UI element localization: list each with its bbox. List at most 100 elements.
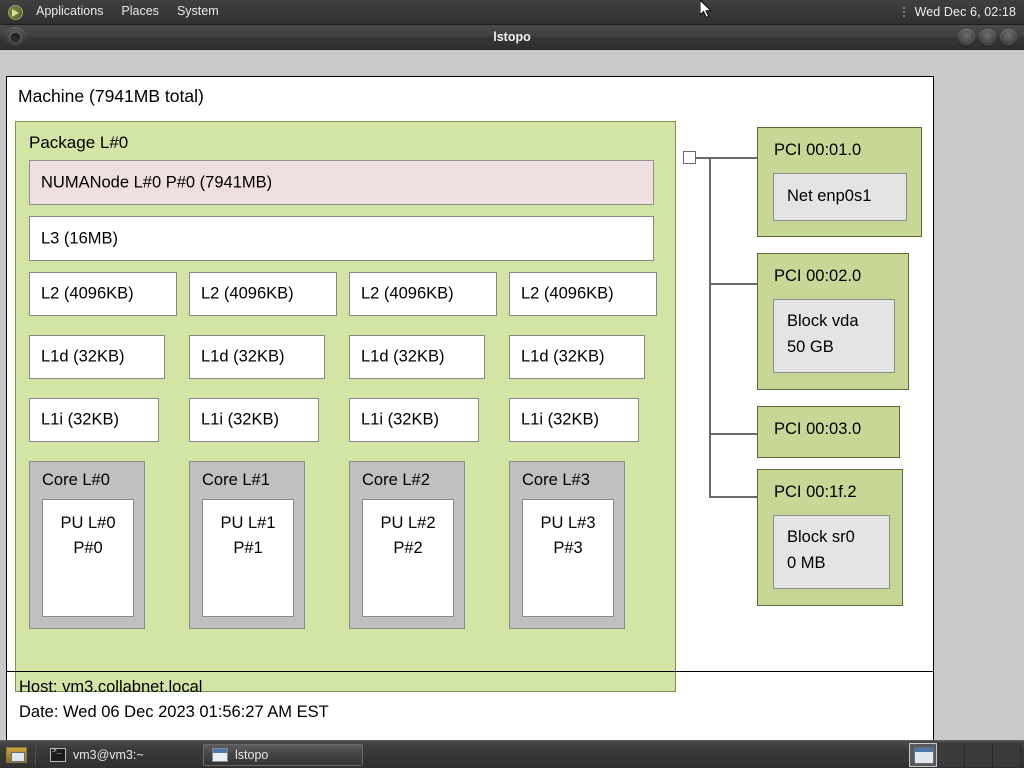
l3-cache-box: L3 (16MB) bbox=[29, 216, 654, 261]
menu-applications[interactable]: Applications bbox=[36, 4, 104, 19]
l1d-cache-box: L1d (32KB) bbox=[189, 335, 325, 379]
l2-cache-box: L2 (4096KB) bbox=[509, 272, 657, 316]
package-box: Package L#0 NUMANode L#0 P#0 (7941MB) L3… bbox=[15, 121, 676, 692]
pci-device-line1: Block vda bbox=[787, 312, 859, 330]
machine-label: Machine (7941MB total) bbox=[18, 86, 204, 106]
pci-box: PCI 00:03.0 bbox=[757, 406, 900, 458]
pci-device-line2: 0 MB bbox=[787, 554, 826, 572]
l1i-cache-box: L1i (32KB) bbox=[509, 398, 639, 442]
l1i-cache-box: L1i (32KB) bbox=[189, 398, 319, 442]
l1d-cache-box: L1d (32KB) bbox=[29, 335, 165, 379]
l1d-cache-box: L1d (32KB) bbox=[509, 335, 645, 379]
l1i-cache-label: L1i (32KB) bbox=[361, 410, 439, 429]
l2-cache-box: L2 (4096KB) bbox=[189, 272, 337, 316]
bus-line-branch bbox=[709, 283, 758, 285]
core-box: Core L#0 PU L#0 P#0 bbox=[29, 461, 145, 629]
core-label: Core L#0 bbox=[42, 471, 110, 489]
pci-device-line1: Block sr0 bbox=[787, 528, 855, 546]
menu-system[interactable]: System bbox=[176, 4, 219, 19]
window-titlebar[interactable]: lstopo bbox=[0, 25, 1024, 50]
pu-label-line1: PU L#1 bbox=[220, 514, 276, 532]
pu-label-line1: PU L#2 bbox=[380, 514, 436, 532]
terminal-icon bbox=[50, 747, 66, 762]
core-label: Core L#2 bbox=[362, 471, 430, 489]
bus-line-trunk bbox=[709, 157, 711, 498]
footer-date: Date: Wed 06 Dec 2023 01:56:27 AM EST bbox=[19, 703, 329, 721]
l2-cache-label: L2 (4096KB) bbox=[41, 284, 134, 303]
gnome-foot-icon[interactable] bbox=[6, 3, 26, 21]
pu-label-line2: P#1 bbox=[233, 539, 263, 557]
footer-host: Host: vm3.collabnet.local bbox=[19, 678, 203, 696]
pu-label-line1: PU L#3 bbox=[540, 514, 596, 532]
show-desktop-icon[interactable] bbox=[3, 744, 29, 766]
l1d-cache-box: L1d (32KB) bbox=[349, 335, 485, 379]
lstopo-window: lstopo Machine (7941MB total) Package L#… bbox=[0, 25, 1024, 750]
task-button-label: lstopo bbox=[235, 747, 269, 762]
gnome-top-panel: Applications Places System Wed Dec 6, 02… bbox=[0, 0, 1024, 25]
task-button-terminal[interactable]: vm3@vm3:~ bbox=[41, 744, 201, 766]
l1d-cache-label: L1d (32KB) bbox=[201, 347, 285, 366]
taskbar: vm3@vm3:~ lstopo bbox=[0, 740, 1024, 768]
l3-cache-label: L3 (16MB) bbox=[41, 229, 119, 247]
workspace-1[interactable] bbox=[909, 742, 937, 767]
pci-box: PCI 00:01.0 Net enp0s1 bbox=[757, 127, 922, 237]
pci-bus-anchor-icon bbox=[683, 151, 696, 164]
pci-device-box: Block sr0 0 MB bbox=[773, 515, 890, 589]
numanode-label: NUMANode L#0 P#0 (7941MB) bbox=[41, 173, 273, 191]
window-icon bbox=[212, 747, 228, 762]
footer-text: Host: vm3.collabnet.local Date: Wed 06 D… bbox=[19, 675, 329, 725]
pci-device-line2: 50 GB bbox=[787, 338, 834, 356]
task-button-lstopo[interactable]: lstopo bbox=[203, 743, 363, 766]
pci-label: PCI 00:02.0 bbox=[774, 267, 862, 285]
pci-label: PCI 00:03.0 bbox=[774, 420, 862, 438]
pci-label: PCI 00:1f.2 bbox=[774, 483, 857, 501]
l1i-cache-box: L1i (32KB) bbox=[29, 398, 159, 442]
window-menu-icon[interactable] bbox=[5, 26, 26, 48]
workspace-switcher[interactable] bbox=[909, 742, 1024, 767]
l1d-cache-label: L1d (32KB) bbox=[41, 347, 125, 366]
l1i-cache-label: L1i (32KB) bbox=[521, 410, 599, 429]
pci-device-line1: Net enp0s1 bbox=[787, 187, 872, 205]
pu-label-line2: P#2 bbox=[393, 539, 423, 557]
bus-line-horizontal bbox=[696, 157, 758, 159]
numanode-box: NUMANode L#0 P#0 (7941MB) bbox=[29, 160, 654, 205]
l1i-cache-label: L1i (32KB) bbox=[41, 410, 119, 429]
close-button[interactable] bbox=[1000, 28, 1017, 46]
l2-cache-label: L2 (4096KB) bbox=[521, 284, 614, 303]
l1i-cache-box: L1i (32KB) bbox=[349, 398, 479, 442]
bus-line-branch bbox=[709, 496, 758, 498]
workspace-4[interactable] bbox=[993, 742, 1021, 767]
window-title: lstopo bbox=[493, 30, 531, 44]
l1d-cache-label: L1d (32KB) bbox=[521, 347, 605, 366]
pu-label-line1: PU L#0 bbox=[60, 514, 116, 532]
pci-device-box: Net enp0s1 bbox=[773, 173, 907, 221]
pu-label-line2: P#0 bbox=[73, 539, 103, 557]
pu-label-line2: P#3 bbox=[553, 539, 583, 557]
package-label: Package L#0 bbox=[29, 133, 129, 152]
pu-box: PU L#2 P#2 bbox=[362, 499, 454, 617]
core-label: Core L#1 bbox=[202, 471, 270, 489]
core-box: Core L#2 PU L#2 P#2 bbox=[349, 461, 465, 629]
workspace-2[interactable] bbox=[937, 742, 965, 767]
pci-label: PCI 00:01.0 bbox=[774, 141, 862, 159]
panel-grip-icon bbox=[901, 5, 906, 19]
clock[interactable]: Wed Dec 6, 02:18 bbox=[914, 5, 1016, 19]
l2-cache-box: L2 (4096KB) bbox=[349, 272, 497, 316]
menu-places[interactable]: Places bbox=[121, 4, 159, 19]
taskbar-divider bbox=[34, 744, 36, 765]
footer-divider bbox=[7, 671, 933, 672]
pci-device-box: Block vda 50 GB bbox=[773, 299, 895, 373]
pu-box: PU L#1 P#1 bbox=[202, 499, 294, 617]
task-button-label: vm3@vm3:~ bbox=[73, 747, 144, 762]
l1i-cache-label: L1i (32KB) bbox=[201, 410, 279, 429]
pci-box: PCI 00:1f.2 Block sr0 0 MB bbox=[757, 469, 903, 606]
workspace-3[interactable] bbox=[965, 742, 993, 767]
minimize-button[interactable] bbox=[958, 28, 975, 46]
l2-cache-box: L2 (4096KB) bbox=[29, 272, 177, 316]
pu-box: PU L#0 P#0 bbox=[42, 499, 134, 617]
l2-cache-label: L2 (4096KB) bbox=[361, 284, 454, 303]
core-label: Core L#3 bbox=[522, 471, 590, 489]
pu-box: PU L#3 P#3 bbox=[522, 499, 614, 617]
core-box: Core L#3 PU L#3 P#3 bbox=[509, 461, 625, 629]
maximize-button[interactable] bbox=[979, 28, 996, 46]
